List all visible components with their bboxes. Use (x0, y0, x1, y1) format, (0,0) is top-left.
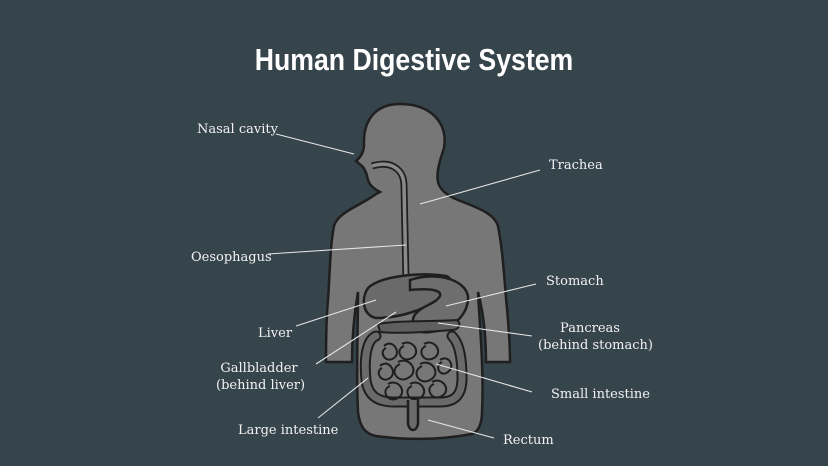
label-large-intestine: Large intestine (238, 423, 339, 438)
leader-stomach (445, 283, 537, 307)
label-small-intestine: Small intestine (551, 387, 650, 402)
leader-nasal-cavity (275, 133, 355, 155)
leader-small-intestine (435, 363, 533, 393)
leader-rectum (427, 419, 495, 439)
label-pancreas-line1: Pancreas (560, 321, 620, 336)
label-pancreas: Pancreas (behind stomach) (538, 320, 653, 354)
leader-large-intestine (317, 377, 369, 419)
label-gallbladder-line2: (behind liver) (216, 378, 306, 393)
label-trachea: Trachea (549, 158, 603, 173)
leader-liver (295, 299, 377, 327)
leader-oesophagus (267, 244, 407, 255)
rectum-organ (406, 400, 420, 432)
label-liver: Liver (258, 326, 293, 341)
leader-trachea (419, 169, 541, 205)
pancreas-organ (376, 318, 461, 334)
label-gallbladder: Gallbladder (behind liver) (216, 360, 306, 394)
label-pancreas-line2: (behind stomach) (538, 338, 653, 353)
leader-lines (267, 133, 541, 439)
label-gallbladder-line1: Gallbladder (220, 361, 298, 376)
leader-pancreas (437, 322, 533, 337)
label-stomach: Stomach (546, 274, 604, 289)
small-intestine-organ (377, 341, 453, 401)
label-oesophagus: Oesophagus (191, 250, 272, 265)
leader-gallbladder (315, 311, 397, 365)
label-nasal-cavity: Nasal cavity (197, 122, 278, 137)
label-rectum: Rectum (503, 433, 554, 448)
diagram-title: Human Digestive System (254, 42, 574, 77)
oesophagus-tube (370, 160, 410, 281)
